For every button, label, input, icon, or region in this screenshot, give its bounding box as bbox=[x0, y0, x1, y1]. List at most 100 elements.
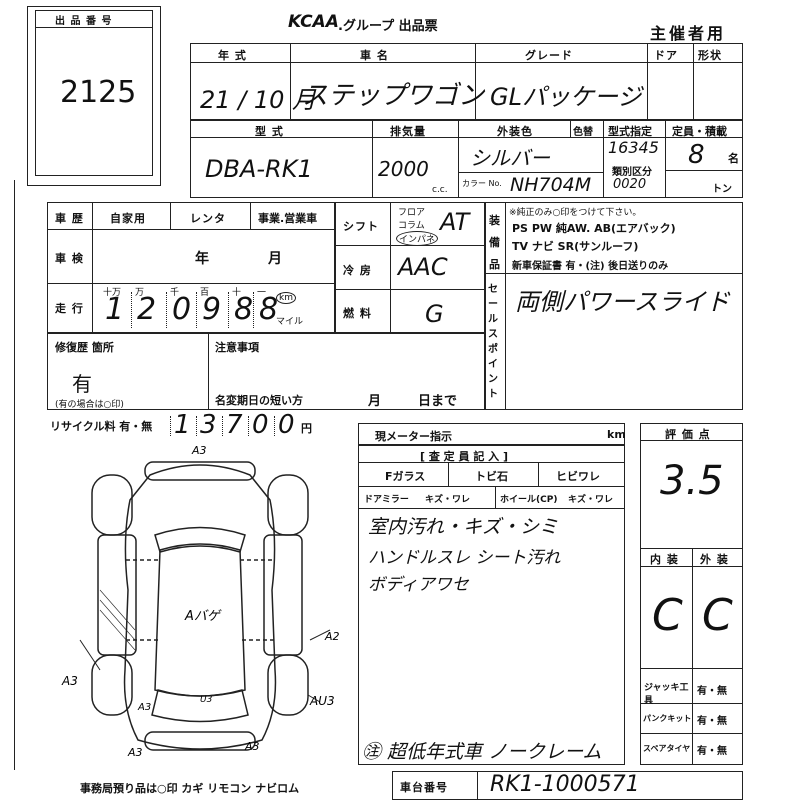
puncture-value: 有・無 bbox=[697, 716, 727, 727]
mark-roof: Aバゲ bbox=[184, 609, 222, 624]
sales-value: 両側パワースライド bbox=[515, 288, 730, 316]
class-value: 0020 bbox=[613, 177, 647, 192]
type-label: 型式指定 bbox=[608, 125, 652, 138]
mileage-sep-3 bbox=[196, 292, 197, 328]
rear-bumper bbox=[144, 731, 256, 751]
year-label: 年 式 bbox=[218, 49, 247, 62]
front-bumper bbox=[144, 461, 256, 481]
logo: KCAA bbox=[288, 12, 339, 32]
row2-sep1 bbox=[372, 120, 373, 198]
mileage-digit-3: 9 bbox=[202, 292, 222, 327]
cc-label: c.c. bbox=[432, 185, 448, 195]
score-div5 bbox=[640, 703, 743, 704]
usage-label: 車 歴 bbox=[55, 212, 84, 225]
ton-unit: トン bbox=[712, 184, 732, 195]
type-value: 16345 bbox=[608, 138, 659, 157]
fuel-value: G bbox=[425, 300, 444, 328]
equipment-note: ※純正のみ○印をつけて下さい。 bbox=[509, 208, 642, 218]
cap-value: 8 bbox=[688, 140, 705, 170]
mileage-unit-4: 十 bbox=[232, 288, 242, 298]
fuel-label: 燃 料 bbox=[343, 307, 372, 320]
mark-left: A3 bbox=[61, 674, 78, 688]
lot-number-box bbox=[27, 6, 161, 186]
repair-note: (有の場合は○印) bbox=[55, 400, 124, 410]
colorno-value: NH704M bbox=[510, 174, 592, 196]
model-label: 型 式 bbox=[255, 125, 284, 138]
chassis-value: RK1-1000571 bbox=[490, 772, 640, 797]
usage-own: 自家用 bbox=[110, 212, 146, 225]
model-value: DBA-RK1 bbox=[205, 155, 313, 183]
shape-label: 形状 bbox=[698, 49, 722, 62]
disp-label: 排気量 bbox=[390, 125, 426, 138]
inspection-month: 月 bbox=[268, 251, 283, 267]
mileage-label: 走 行 bbox=[55, 302, 84, 315]
left-door bbox=[97, 534, 137, 656]
grade-value: GLパッケージ bbox=[490, 83, 642, 111]
inspection-year: 年 bbox=[195, 251, 210, 267]
interior-label: 内 装 bbox=[650, 553, 679, 566]
meter-km: km bbox=[607, 428, 626, 441]
row2-color-divider bbox=[458, 172, 603, 173]
mirror-value: キズ・ワレ bbox=[425, 495, 471, 505]
reg-month: 月 bbox=[368, 394, 383, 409]
score-label: 評 価 点 bbox=[665, 428, 711, 441]
color-change-label: 色替 bbox=[573, 127, 593, 138]
grade-label: グレード bbox=[525, 49, 573, 62]
remark: ㊟ 超低年式車 ノークレーム bbox=[362, 741, 602, 763]
cap-unit: 名 bbox=[728, 152, 739, 165]
exterior-value: C bbox=[702, 590, 733, 641]
mark-rear: U3 bbox=[200, 695, 213, 705]
inspector-sep3 bbox=[495, 486, 496, 508]
row2-sep2 bbox=[458, 120, 459, 198]
recycle-digit-4: 0 bbox=[278, 410, 295, 440]
inspector-div2 bbox=[358, 486, 625, 487]
recycle-digit-3: 0 bbox=[252, 410, 269, 440]
equip-box bbox=[485, 202, 743, 410]
comment-3: ボディアワセ bbox=[368, 575, 469, 595]
inspector-sep1 bbox=[448, 462, 449, 486]
mileage-digit-5: 8 bbox=[259, 292, 279, 327]
usage-sep1 bbox=[170, 202, 171, 229]
reg-label: 名変期日の短い方 bbox=[215, 394, 303, 407]
recycle-sep-0 bbox=[170, 416, 171, 436]
inspector-div3 bbox=[358, 508, 625, 509]
mileage-sep-2 bbox=[166, 292, 167, 328]
comment-2: ハンドルスレ シート汚れ bbox=[368, 548, 561, 568]
ac-value: AAC bbox=[398, 253, 448, 281]
interior-value: C bbox=[652, 590, 683, 641]
right-door bbox=[263, 534, 303, 656]
usage-sep2 bbox=[250, 202, 251, 229]
row1-divider bbox=[190, 62, 743, 63]
mark-rear-right: AU3 bbox=[309, 694, 335, 708]
shift-column: コラム bbox=[398, 221, 425, 231]
equipment-line1: PS PW 純AW. AB(エアバック) bbox=[512, 222, 676, 235]
repair-col-div bbox=[208, 333, 209, 410]
footer-note: 事務局預り品は○印 カギ リモコン ナビロム bbox=[80, 782, 300, 795]
mirror-label: ドアミラー bbox=[364, 495, 409, 505]
row2-box bbox=[190, 120, 743, 198]
score-value: 3.5 bbox=[660, 458, 724, 504]
mileage-unit-5: 一 bbox=[257, 288, 267, 298]
history-col-div bbox=[92, 202, 93, 333]
score-box bbox=[640, 423, 743, 765]
door-label: ドア bbox=[654, 49, 678, 62]
km-label: km bbox=[276, 292, 296, 304]
tobi-label: トビ石 bbox=[475, 470, 508, 483]
reg-day: 日まで bbox=[418, 394, 458, 409]
inspector-div1 bbox=[358, 462, 625, 463]
color-label: 外装色 bbox=[497, 125, 533, 138]
recycle-sep-1 bbox=[196, 416, 197, 436]
notes-label: 注意事項 bbox=[215, 341, 259, 354]
chassis-col-div bbox=[477, 771, 478, 800]
recycle-yen: 円 bbox=[301, 422, 312, 435]
shift-label: シフト bbox=[343, 220, 379, 233]
crack-label: ヒビワレ bbox=[556, 470, 600, 483]
wheel-value: キズ・ワレ bbox=[568, 495, 614, 505]
equipment-label: 装備品 bbox=[489, 214, 500, 271]
chassis-label: 車台番号 bbox=[400, 781, 448, 794]
lot-number-value: 2125 bbox=[60, 75, 137, 110]
meter-box bbox=[358, 423, 625, 445]
recycle-label: リサイクル料 有・無 bbox=[50, 420, 153, 433]
recycle-sep-2 bbox=[222, 416, 223, 436]
row1-box bbox=[190, 43, 743, 120]
